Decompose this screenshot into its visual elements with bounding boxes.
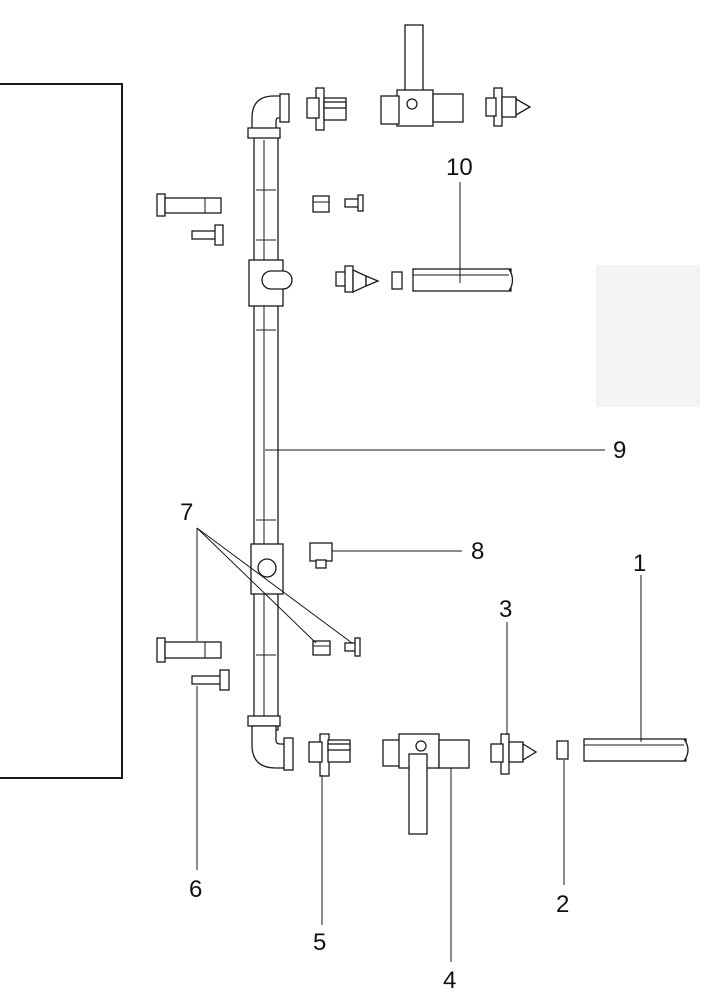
upper-flange-fitting [306,87,347,131]
knob-part [309,542,333,569]
vertical-rail [253,134,279,731]
upper-small-screw [344,194,364,212]
callout-5: 5 [313,929,326,956]
callout-4: 4 [443,967,456,994]
upper-cone-pin [335,265,380,294]
lower-small-screw [344,637,361,657]
lower-spacer [556,740,569,760]
lower-handle-bracket [382,733,470,835]
upper-bolt [156,193,222,217]
lower-bolt [156,637,222,663]
upper-elbow [247,93,290,139]
leader-lines [196,182,642,962]
upper-screw [191,224,224,246]
background-patch [596,265,700,407]
callout-3: 3 [499,596,512,623]
upper-cone-fitting [485,87,532,127]
callout-6: 6 [189,876,202,903]
callout-10: 10 [446,154,473,181]
lower-tube [583,738,689,762]
callout-8: 8 [471,538,484,565]
callout-2: 2 [556,891,569,918]
lower-rail-clamp [250,543,284,595]
upper-tube [412,268,514,292]
callout-labels: 1 2 3 4 5 6 7 8 9 10 [180,154,646,994]
callout-7: 7 [180,499,193,526]
lower-screw [191,669,230,691]
lower-cone-fitting [490,733,538,775]
lower-flange-fitting [308,733,351,777]
upper-spacer [391,271,403,290]
callout-9: 9 [613,437,626,464]
callout-1: 1 [633,550,646,577]
lower-small-sleeve [312,640,331,656]
upper-small-sleeve [312,195,330,213]
upper-handle-bracket [380,24,464,127]
lower-elbow [247,715,294,771]
upper-rail-clamp [248,259,293,307]
frame-bracket [0,83,123,779]
